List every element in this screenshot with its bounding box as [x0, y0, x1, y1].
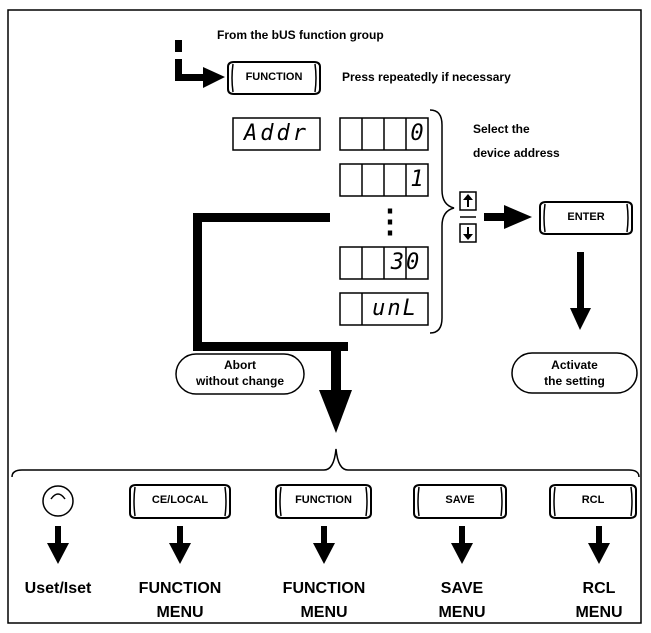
outcome-ce-line1: FUNCTION	[138, 580, 222, 597]
save-key[interactable]	[413, 484, 507, 519]
ce-local-key[interactable]	[129, 484, 231, 519]
rcl-key-label[interactable]: RCL	[581, 494, 605, 506]
outcome-rcl-line1: RCL	[582, 580, 616, 597]
outcome-arrows	[47, 526, 610, 564]
abort-path	[193, 213, 352, 433]
abort-label-line1: Abort	[224, 358, 256, 372]
down-arrow-key-icon[interactable]	[459, 223, 477, 243]
enter-down-arrow	[570, 252, 591, 330]
outcome-ce-line2: MENU	[156, 604, 204, 621]
select-label-line1: Select the	[473, 122, 530, 136]
display-value-30: 30	[390, 250, 422, 275]
frame-border	[7, 9, 642, 624]
activate-label-line1: Activate	[551, 358, 598, 372]
enter-key[interactable]	[539, 201, 633, 235]
abort-oval	[175, 353, 305, 395]
up-arrow-key-icon[interactable]	[459, 191, 477, 211]
select-label-line2: device address	[473, 146, 560, 160]
to-enter-arrow	[484, 205, 532, 229]
outcome-function-line1: FUNCTION	[282, 580, 366, 597]
display-value-0: 0	[410, 121, 424, 146]
outcome-rcl-line2: MENU	[575, 604, 623, 621]
rotary-knob-icon[interactable]	[42, 485, 74, 517]
function-key-bottom-label[interactable]: FUNCTION	[295, 494, 352, 506]
function-key-top-label[interactable]: FUNCTION	[245, 71, 303, 83]
function-key-bottom[interactable]	[275, 484, 372, 519]
entry-arrow	[175, 40, 225, 88]
outcome-save-line2: MENU	[438, 604, 486, 621]
display-value-1: 1	[410, 167, 424, 192]
enter-key-label[interactable]: ENTER	[567, 211, 605, 223]
function-key-top[interactable]	[227, 61, 321, 95]
abort-label-line2: without change	[196, 374, 284, 388]
press-repeat-label: Press repeatedly if necessary	[342, 70, 511, 84]
display-ellipsis: ⋮	[374, 202, 406, 240]
value-displays	[339, 117, 429, 326]
outcome-save-line1: SAVE	[440, 580, 484, 597]
ce-local-key-label[interactable]: CE/LOCAL	[151, 494, 209, 506]
display-value-unl: unL	[372, 296, 418, 321]
options-brace	[11, 448, 640, 478]
from-group-label: From the bUS function group	[217, 28, 384, 42]
activate-label-line2: the setting	[544, 374, 605, 388]
selection-brace	[429, 109, 455, 334]
rcl-key[interactable]	[549, 484, 640, 519]
outcome-function-line2: MENU	[300, 604, 348, 621]
addr-display-box	[232, 117, 321, 151]
addr-display-text: Addr	[244, 121, 309, 146]
outcome-uset-iset: Uset/Iset	[24, 580, 92, 597]
activate-oval	[511, 352, 638, 394]
save-key-label[interactable]: SAVE	[445, 494, 475, 506]
